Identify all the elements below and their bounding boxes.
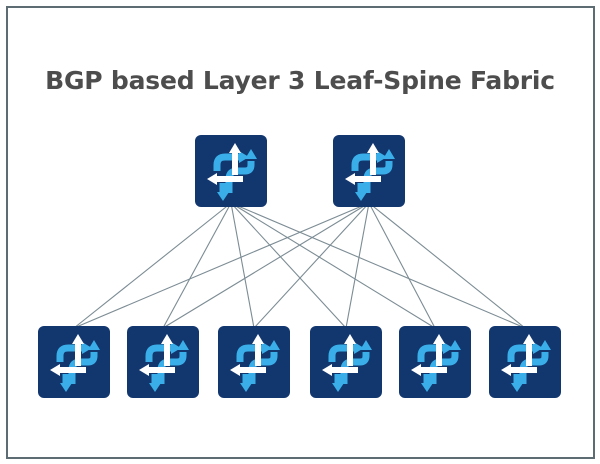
link-spine-1-leaf-6 (230, 202, 526, 329)
link-spine-1-leaf-1 (73, 202, 232, 329)
spine-1-router-switch-icon[interactable] (195, 135, 267, 207)
spine-2-router-switch-icon[interactable] (333, 135, 405, 207)
link-spine-1-leaf-5 (230, 202, 436, 329)
leaf-2-router-switch-icon[interactable] (127, 326, 199, 398)
leaf-4-router-switch-icon[interactable] (310, 326, 382, 398)
leaf-1-router-switch-icon[interactable] (38, 326, 110, 398)
leaf-3-router-switch-icon[interactable] (218, 326, 290, 398)
leaf-6-router-switch-icon[interactable] (489, 326, 561, 398)
link-spine-1-leaf-4 (230, 202, 347, 329)
diagram-title: BGP based Layer 3 Leaf-Spine Fabric (45, 66, 555, 95)
spine-layer (195, 135, 405, 207)
link-spine-2-leaf-4 (345, 202, 370, 329)
link-spine-2-leaf-1 (73, 202, 370, 329)
link-spine-1-leaf-2 (162, 202, 232, 329)
leaf-layer (38, 326, 561, 398)
link-spine-2-leaf-3 (253, 202, 370, 329)
link-spine-2-leaf-5 (368, 202, 436, 329)
link-spine-2-leaf-6 (368, 202, 526, 329)
leaf-5-router-switch-icon[interactable] (399, 326, 471, 398)
link-lines (73, 202, 526, 329)
link-spine-2-leaf-2 (162, 202, 370, 329)
link-spine-1-leaf-3 (230, 202, 255, 329)
